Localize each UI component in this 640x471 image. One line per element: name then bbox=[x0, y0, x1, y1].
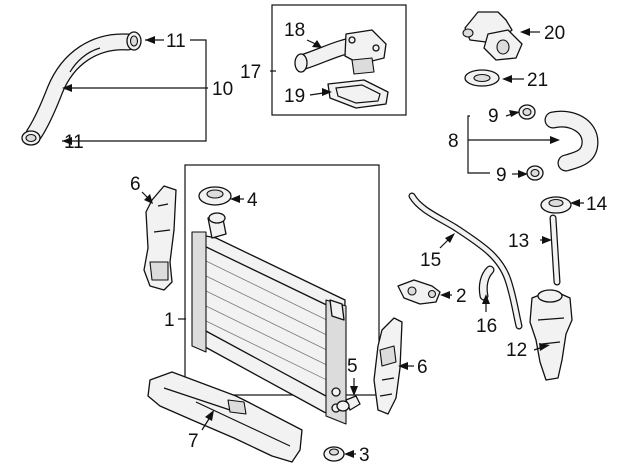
reservoir-hose bbox=[549, 214, 561, 286]
callout-15: 15 bbox=[420, 250, 441, 271]
upper-radiator-hose bbox=[25, 33, 137, 143]
callout-20: 20 bbox=[544, 23, 565, 44]
callout-3: 3 bbox=[359, 445, 370, 466]
hose-clamp-top bbox=[126, 31, 142, 51]
callout-11-top: 11 bbox=[166, 31, 186, 52]
radiator bbox=[191, 212, 347, 425]
upper-mount-bracket bbox=[397, 279, 441, 305]
coolant-reservoir bbox=[529, 289, 573, 381]
callout-8: 8 bbox=[448, 131, 459, 152]
right-air-deflector bbox=[373, 317, 403, 415]
small-hose bbox=[478, 265, 495, 301]
callout-2: 2 bbox=[456, 286, 467, 307]
callout-19: 19 bbox=[284, 86, 305, 107]
lower-hose-clamp-bottom bbox=[526, 165, 544, 181]
grommet bbox=[323, 446, 345, 462]
overflow-hose bbox=[408, 192, 523, 330]
callout-10: 10 bbox=[212, 79, 233, 100]
hose-clamp-bottom bbox=[21, 130, 41, 146]
callout-5: 5 bbox=[347, 356, 358, 377]
callout-leaders bbox=[62, 28, 584, 458]
callout-1: 1 bbox=[164, 310, 175, 331]
lower-hose-clamp-top bbox=[518, 104, 536, 120]
callout-18: 18 bbox=[284, 20, 305, 41]
callout-6-right: 6 bbox=[417, 357, 428, 378]
callout-13: 13 bbox=[508, 231, 529, 252]
drain-plug bbox=[336, 395, 361, 412]
radiator-cap bbox=[198, 186, 232, 206]
reservoir-cap bbox=[540, 196, 572, 214]
callout-21: 21 bbox=[527, 70, 548, 91]
callout-numbers: 11 10 11 17 18 19 20 21 9 8 9 14 13 15 1… bbox=[64, 20, 608, 466]
radiator-group-box bbox=[184, 164, 380, 396]
callout-11-bottom: 11 bbox=[64, 132, 84, 153]
callout-14: 14 bbox=[586, 194, 608, 215]
outlet-gasket bbox=[464, 69, 500, 87]
lower-air-guide bbox=[147, 371, 303, 463]
water-outlet bbox=[462, 11, 523, 61]
callout-12: 12 bbox=[506, 340, 527, 361]
thermostat-gasket bbox=[327, 79, 389, 109]
left-air-deflector bbox=[143, 185, 177, 291]
callout-16: 16 bbox=[476, 316, 497, 337]
callout-6-left: 6 bbox=[130, 174, 141, 195]
lower-radiator-hose bbox=[544, 110, 599, 172]
thermostat-group-box bbox=[271, 4, 407, 116]
callout-17: 17 bbox=[240, 62, 261, 83]
callout-4: 4 bbox=[247, 190, 258, 211]
thermostat-housing bbox=[294, 29, 387, 75]
callout-7: 7 bbox=[188, 431, 199, 452]
callout-9-bottom: 9 bbox=[496, 165, 507, 186]
callout-9-top: 9 bbox=[488, 106, 499, 127]
